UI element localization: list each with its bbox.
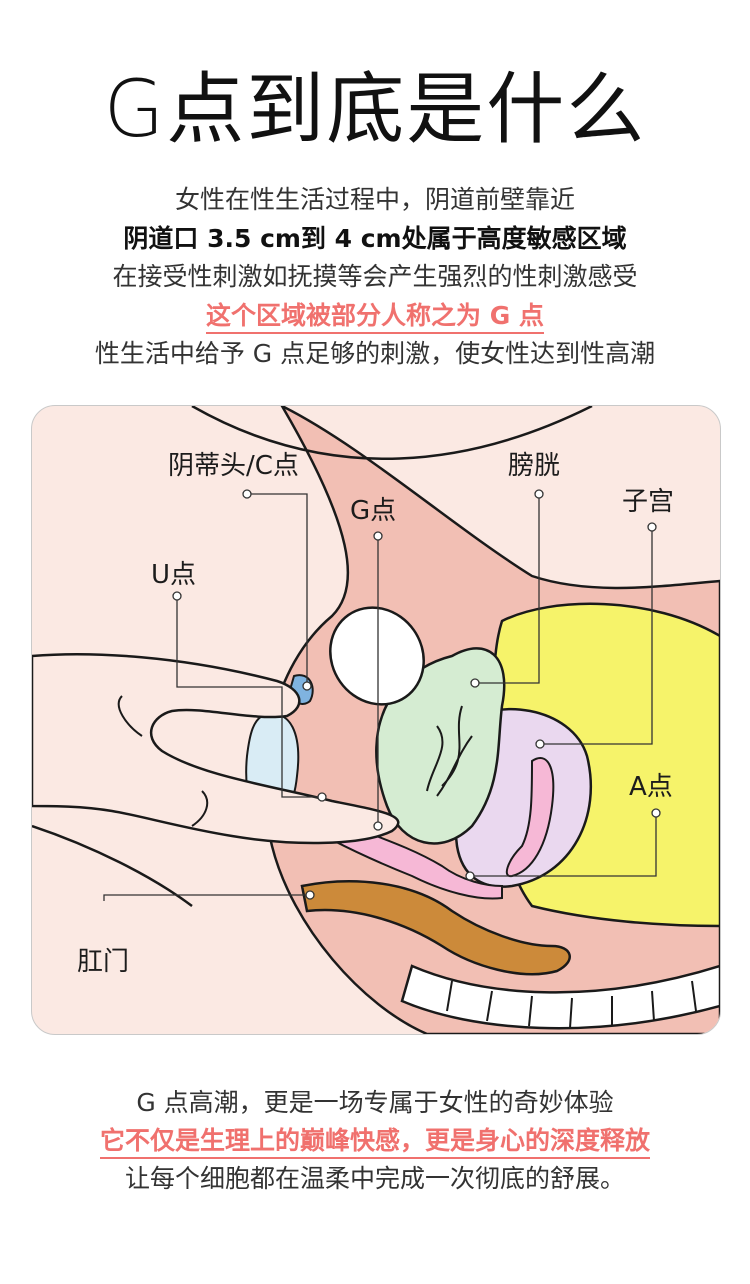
intro-line-4-text: 这个区域被部分人称之为 G 点 <box>206 300 544 334</box>
label-bladder: 膀胱 <box>508 451 561 481</box>
intro-line-3: 在接受性刺激如抚摸等会产生强烈的性刺激感受 <box>112 262 638 291</box>
dot-uterus-end <box>535 739 545 749</box>
label-uterus: 子宫 <box>622 487 675 517</box>
leader-uterus <box>540 527 653 745</box>
outro-line-1: G 点高潮，更是一场专属于女性的奇妙体验 <box>136 1088 614 1117</box>
spine <box>400 964 720 1030</box>
intro-paragraph: 女性在性生活过程中，阴道前壁靠近 阴道口 3.5 cm到 4 cm处属于高度敏感… <box>0 181 750 374</box>
leader-anus <box>103 894 310 901</box>
dot-clitoris-end <box>302 681 312 691</box>
outro-paragraph: G 点高潮，更是一场专属于女性的奇妙体验 它不仅是生理上的巅峰快感，更是身心的深… <box>0 1084 750 1198</box>
spine-segments <box>446 980 697 1029</box>
page-title: G点到底是什么 <box>103 65 647 155</box>
outro-line-2-highlight: 它不仅是生理上的巅峰快感，更是身心的深度释放 <box>0 1122 750 1160</box>
pubic-bone <box>329 606 425 706</box>
label-g-spot: G点 <box>350 496 397 526</box>
torso-outline <box>191 406 593 460</box>
dot-a-spot-end <box>465 871 475 881</box>
leader-clitoris <box>247 493 308 686</box>
label-anus: 肛门 <box>77 947 130 977</box>
dot-u-spot-end <box>317 792 327 802</box>
leader-bladder <box>475 494 540 684</box>
dot-g-spot-start <box>373 531 383 541</box>
rectum <box>300 880 571 976</box>
dot-uterus-start <box>647 522 657 532</box>
dot-u-spot-start <box>172 591 182 601</box>
outro-line-2-text: 它不仅是生理上的巅峰快感，更是身心的深度释放 <box>99 1126 650 1159</box>
outro-line-3: 让每个细胞都在温柔中完成一次彻底的舒展。 <box>124 1164 625 1193</box>
dot-anus-end <box>305 890 315 900</box>
intro-line-5: 性生活中给予 G 点足够的刺激，使女性达到性高潮 <box>94 339 656 368</box>
finger-crease <box>117 695 209 827</box>
dot-bladder-end <box>470 678 480 688</box>
dot-g-spot-end <box>373 821 383 831</box>
label-u-spot: U点 <box>151 560 197 590</box>
leader-a-spot <box>470 813 657 877</box>
dot-clitoris-start <box>242 489 252 499</box>
dot-a-spot-start <box>651 808 661 818</box>
anatomy-drawing <box>32 406 720 1034</box>
intro-line-4-highlight: 这个区域被部分人称之为 G 点 <box>0 297 750 336</box>
label-a-spot: A点 <box>629 772 673 802</box>
intro-line-1: 女性在性生活过程中，阴道前壁靠近 <box>174 185 575 214</box>
anatomy-illustration: 阴蒂头/C点 G点 膀胱 子宫 U点 A点 肛门 <box>31 405 721 1035</box>
intro-line-2: 阴道口 3.5 cm到 4 cm处属于高度敏感区域 <box>123 223 627 253</box>
label-clitoris: 阴蒂头/C点 <box>168 451 299 481</box>
dot-bladder-start <box>534 489 544 499</box>
leader-u-spot <box>176 596 322 798</box>
hand <box>32 653 400 845</box>
leader-lines <box>103 493 657 901</box>
bladder-interior <box>426 705 473 797</box>
thigh-outline <box>32 824 193 908</box>
leader-dots <box>172 489 661 900</box>
